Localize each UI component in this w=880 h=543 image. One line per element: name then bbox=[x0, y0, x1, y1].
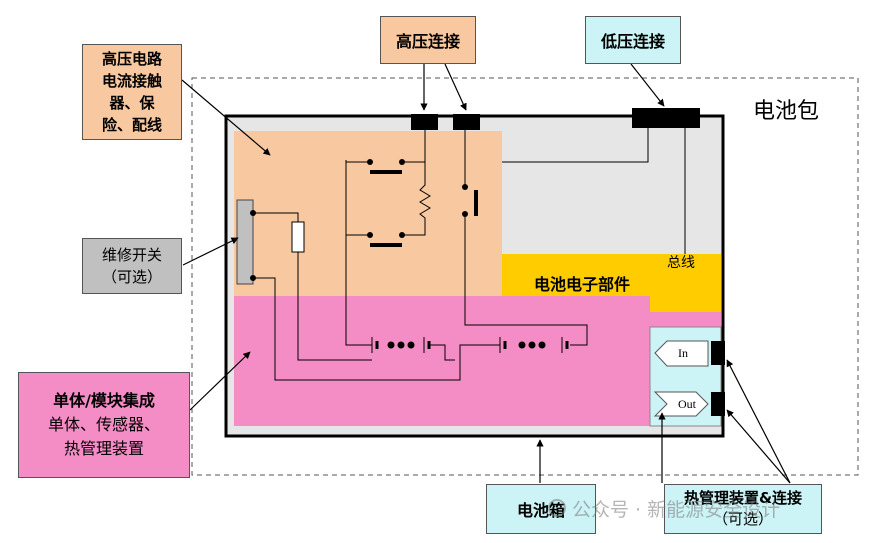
contactor-switches bbox=[250, 159, 478, 281]
port-out-arrow bbox=[653, 391, 709, 417]
battery-pack-label-text: 电池包 bbox=[752, 99, 819, 124]
cell-module-line-2: 单体、传感器、 bbox=[47, 415, 160, 434]
cell-module-line-3: 热管理装置 bbox=[63, 439, 144, 458]
hv-connection-box: 高压连接 bbox=[380, 16, 476, 64]
service-switch-line-1: 维修开关 bbox=[101, 246, 162, 264]
port-in-label: In bbox=[668, 343, 698, 363]
watermark-text: 公众号 · 新能源安全设计 bbox=[572, 498, 781, 521]
cell-module-area-right bbox=[650, 312, 721, 327]
hv-circuit-line-1: 高压电路 bbox=[101, 50, 162, 68]
hv-connection-text: 高压连接 bbox=[395, 32, 460, 51]
hv-circuit-line-2: 电流接触 bbox=[101, 72, 162, 90]
thermal-connection-box: 热管理装置&连接 （可选） bbox=[664, 484, 822, 534]
service-switch-line-2: （可选） bbox=[101, 268, 162, 286]
bus-label: 总线 bbox=[656, 250, 706, 274]
cell-symbols bbox=[371, 337, 569, 353]
battery-pack-outline bbox=[191, 77, 859, 476]
leader-arrows bbox=[181, 63, 791, 484]
lv-connection-text: 低压连接 bbox=[600, 32, 665, 51]
electronics-label: 电池电子部件 bbox=[512, 268, 652, 298]
thermal-in-connector bbox=[711, 341, 725, 365]
hv-circuit-line-3: 器、保 bbox=[109, 94, 155, 112]
lv-connector bbox=[632, 108, 700, 128]
cell-module-area bbox=[234, 296, 650, 426]
wiring bbox=[253, 126, 686, 381]
thermal-connection-line-1: 热管理装置&连接 bbox=[683, 489, 803, 507]
thermal-out-connector bbox=[711, 392, 725, 416]
port-out-label: Out bbox=[670, 394, 704, 414]
port-in-text: In bbox=[678, 345, 688, 360]
electronics-text: 电池电子部件 bbox=[533, 275, 630, 294]
battery-pack-label: 电池包 bbox=[742, 92, 830, 126]
hv-circuit-box: 高压电路 电流接触 器、保 险、配线 bbox=[82, 44, 182, 140]
hv-connector-1 bbox=[411, 114, 438, 130]
port-out-text: Out bbox=[678, 396, 696, 411]
bus-text: 总线 bbox=[667, 255, 695, 271]
thermal-connection-line-2: （可选） bbox=[712, 510, 773, 528]
watermark: 公众号 · 新能源安全设计 bbox=[548, 494, 878, 522]
hv-circuit-line-4: 险、配线 bbox=[101, 116, 162, 134]
wechat-icon bbox=[548, 499, 566, 517]
cell-module-box: 单体/模块集成 单体、传感器、 热管理装置 bbox=[18, 372, 190, 478]
cell-module-title: 单体/模块集成 bbox=[53, 391, 155, 410]
lv-connection-box: 低压连接 bbox=[585, 16, 681, 64]
service-switch-box: 维修开关 （可选） bbox=[82, 238, 182, 294]
hv-connector-2 bbox=[453, 114, 480, 130]
port-in-arrow bbox=[654, 340, 709, 367]
